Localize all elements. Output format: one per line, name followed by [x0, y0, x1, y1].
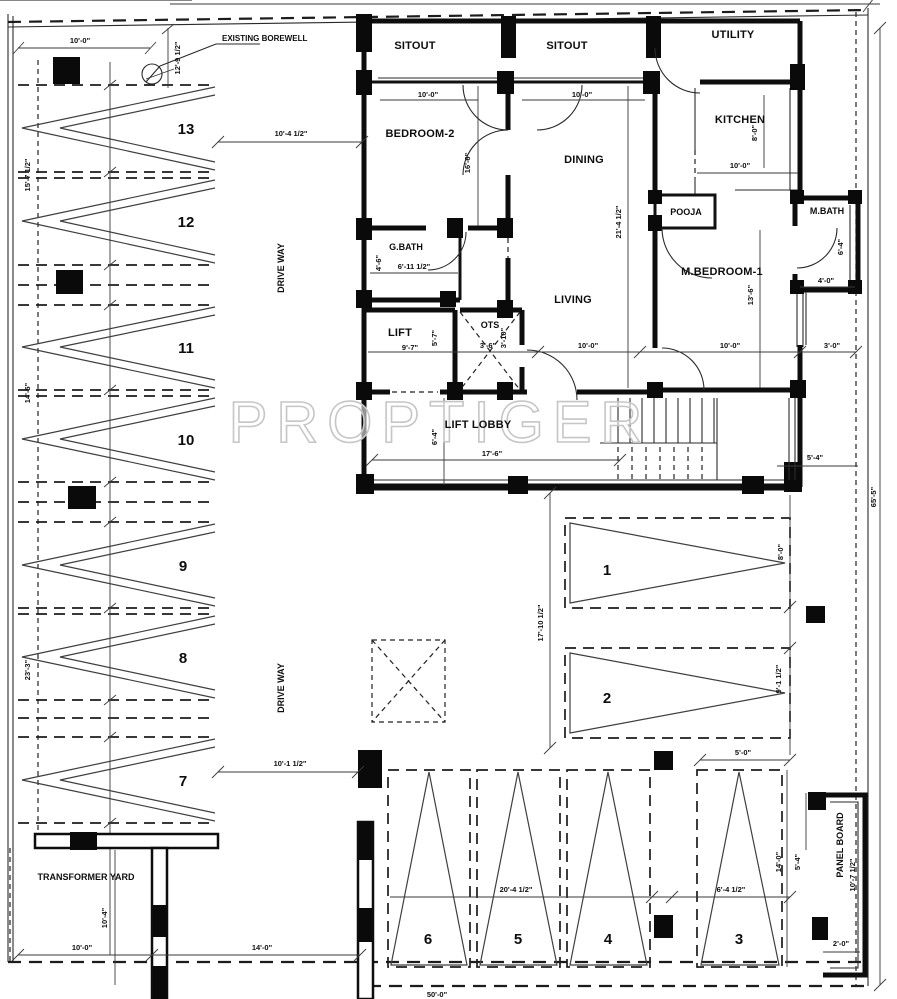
parking-stall-2 [564, 647, 791, 739]
dim-right-h: 65'-5" [869, 486, 878, 507]
dim-lift-w: 9'-7" [402, 343, 419, 352]
room-label-bedroom-2: BEDROOM-2 [385, 128, 454, 140]
panel-board-label: PANEL BOARD [835, 812, 845, 878]
dim-ots-h: 3'-10" [499, 327, 508, 348]
dim-ty-w1: 10'-0" [72, 943, 93, 952]
dim-lobby-w: 17'-6" [482, 449, 503, 458]
stall-10 [18, 395, 216, 483]
parking-number-9: 9 [179, 558, 187, 575]
dim-mbath-w: 4'-0" [818, 276, 835, 285]
stall-9 [18, 521, 216, 609]
dim-sitout1: 10'-0" [418, 90, 439, 99]
dim-p3-top: 5'-0" [735, 748, 752, 757]
dim-ots-w: 3'-6" [480, 341, 497, 350]
dim-left-v2: 14'-5" [23, 382, 32, 403]
dim-left-v1: 15'-7 1/2" [23, 158, 32, 191]
dim-p1-h: 8'-0" [776, 543, 785, 560]
dim-panel-2-0: 2'-0" [833, 939, 850, 948]
stall-12 [18, 177, 216, 266]
wall-columns [356, 14, 862, 494]
dim-lobby-h: 6'-4" [430, 428, 439, 445]
dim-living-w: 10'-0" [578, 341, 599, 350]
parking-number-4: 4 [604, 931, 613, 948]
dimension-lines [11, 86, 863, 985]
stall-7 [18, 736, 216, 824]
room-label-lift: LIFT [388, 327, 412, 339]
dim-borewell: 12'-9 1/2" [173, 41, 182, 74]
parking-number-10: 10 [178, 432, 195, 449]
dim-gbath-h: 4'-6" [374, 254, 383, 271]
borewell-label: EXISTING BOREWELL [222, 34, 307, 43]
room-label-mbath: M.BATH [810, 206, 844, 216]
watermark: PROPTIGER [229, 390, 652, 455]
stall-13 [18, 84, 216, 173]
dim-p12-v: 17'-10 1/2" [536, 604, 545, 641]
dim-dining-h: 21'-4 1/2" [614, 205, 623, 238]
stall-11 [18, 304, 216, 391]
borewell [12, 23, 260, 88]
room-label-mbedroom-1: M.BEDROOM-1 [681, 266, 763, 278]
dim-p2-h: 9'-1 1/2" [774, 664, 783, 693]
dim-top-left: 10'-0" [70, 36, 91, 45]
utility-marker-box [371, 639, 446, 723]
driveway-label-lower: DRIVE WAY [276, 663, 286, 713]
parking-number-1: 1 [603, 562, 611, 579]
room-label-pooja: POOJA [670, 207, 702, 217]
dim-mbedroom-h: 13'-6" [746, 284, 755, 305]
door-arcs [427, 47, 838, 401]
dim-mbath-h: 6'-4" [836, 238, 845, 255]
parking-number-12: 12 [178, 214, 195, 231]
dim-bedroom2-h: 16'-6" [463, 152, 472, 173]
parking-stalls-bottom [387, 769, 783, 968]
dim-mbedroom-w: 10'-0" [720, 341, 741, 350]
driveway-label-upper: DRIVE WAY [276, 243, 286, 293]
dim-p3-h: 14'-0" [774, 851, 783, 872]
dim-stall13-gap: 10'-4 1/2" [275, 129, 308, 138]
parking-stalls-left [18, 62, 216, 955]
dim-stairs-right: 5'-4" [807, 453, 824, 462]
panel-board-dim: 10'-7 1/2" [848, 858, 857, 891]
parking-number-2: 2 [603, 690, 611, 707]
room-label-kitchen: KITCHEN [715, 114, 765, 126]
dim-panel-h: 5'-4" [793, 853, 802, 870]
parking-number-5: 5 [514, 931, 522, 948]
room-label-living: LIVING [554, 294, 592, 306]
room-label-gbath: G.BATH [389, 242, 423, 252]
parking-number-11: 11 [178, 340, 194, 357]
parking-number-6: 6 [424, 931, 432, 948]
parking-stall-1 [0, 0, 791, 609]
transformer-yard [9, 820, 375, 999]
parking-number-8: 8 [179, 650, 187, 667]
dim-left-v3: 23'-3" [23, 659, 32, 680]
site-boundary [7, 0, 887, 992]
dim-stall7-gap: 10'-1 1/2" [274, 759, 307, 768]
dim-right-3-0: 3'-0" [824, 341, 841, 350]
dim-kitchen-w: 10'-0" [730, 161, 751, 170]
parking-number-3: 3 [735, 931, 743, 948]
room-label-dining: DINING [564, 154, 604, 166]
staircase [600, 398, 796, 480]
dim-kitchen-h: 8'-0" [750, 124, 759, 141]
dim-sitout2: 10'-0" [572, 90, 593, 99]
ots-shaft [459, 311, 521, 391]
dim-gbath-w: 6'-11 1/2" [398, 262, 431, 271]
dim-bottom-w: 50'-0" [427, 990, 448, 999]
room-label-ots: OTS [481, 320, 500, 330]
dim-ty-w2: 14'-0" [252, 943, 273, 952]
dim-p3-w: 6'-4 1/2" [717, 885, 746, 894]
room-label-sitout-2: SITOUT [546, 40, 587, 52]
parking-number-13: 13 [178, 121, 195, 138]
dim-ty-h: 10'-4" [100, 907, 109, 928]
room-label-utility: UTILITY [712, 29, 755, 41]
panel-board [808, 792, 868, 978]
dim-lift-h: 5'-7" [430, 329, 439, 346]
transformer-yard-label: TRANSFORMER YARD [37, 872, 135, 882]
parking-number-7: 7 [179, 773, 187, 790]
room-label-lift-lobby: LIFT LOBBY [445, 419, 512, 431]
stall-8 [18, 613, 216, 701]
site-columns [53, 57, 825, 938]
dim-p654-w: 20'-4 1/2" [500, 885, 533, 894]
room-label-sitout-1: SITOUT [394, 40, 435, 52]
